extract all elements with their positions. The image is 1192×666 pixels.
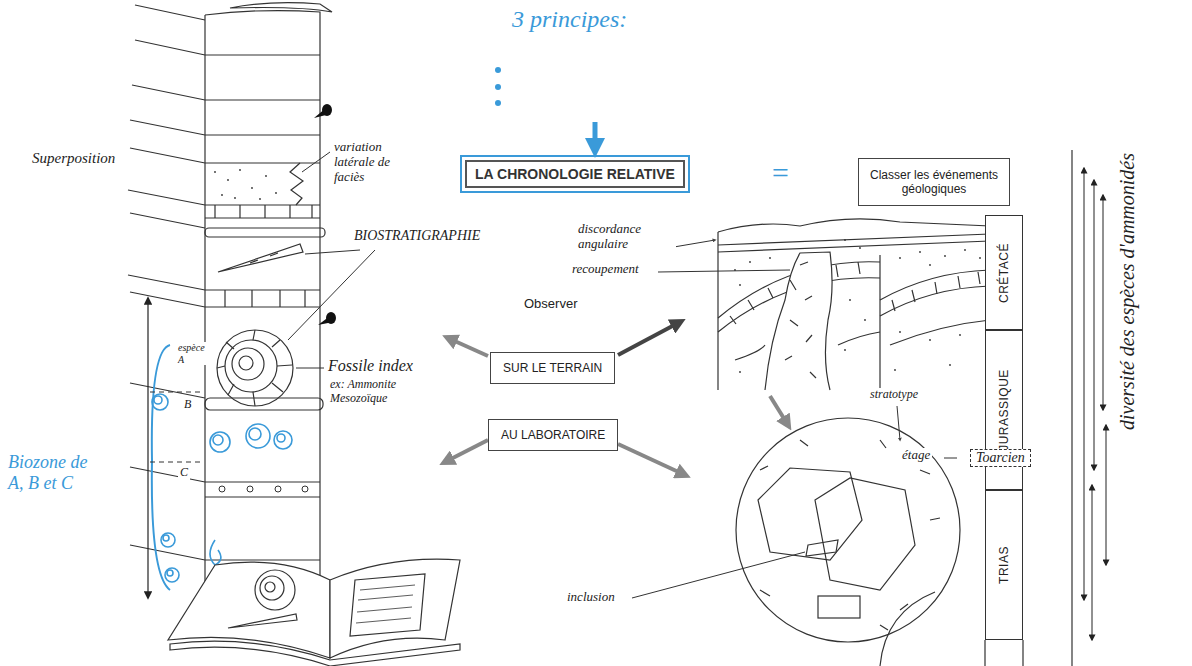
ammonite: [217, 330, 293, 406]
axis-note: diversité des espèces d'ammonidés: [1116, 151, 1139, 432]
species-label: C: [178, 466, 190, 480]
range-arrow: [1084, 168, 1106, 640]
process-box: SUR LE TERRAIN: [490, 352, 615, 384]
annotation: Fossile index: [326, 357, 415, 375]
annotation: ex: Ammonite Mesozoïque: [328, 378, 430, 406]
annotation: stratotype: [868, 388, 920, 402]
range-arrow: [147, 298, 148, 598]
heading-note: 3 principes:: [510, 6, 629, 34]
dots: [734, 239, 981, 373]
pin-mark: [314, 104, 336, 325]
section-label: Observer: [524, 297, 577, 312]
box-text: CRÉTACÉ: [997, 243, 1011, 303]
arrow: [445, 322, 788, 475]
box-text: AU LABORATOIRE: [501, 428, 605, 442]
box-text: SUR LE TERRAIN: [503, 361, 602, 375]
strata-column: [128, 3, 332, 625]
ammonite-sketch: [152, 394, 292, 582]
dots: [214, 169, 277, 200]
principle-label: Superposition: [30, 150, 117, 167]
principle-label: BIOSTRATIGRAPHIE: [352, 228, 482, 244]
box-text: TRIAS: [997, 546, 1011, 584]
stage-box: Toarcien: [970, 449, 1031, 467]
bullet: [495, 67, 501, 106]
equals-sign: =: [768, 156, 792, 191]
species-label: espèce A: [176, 342, 210, 365]
period-cell: TRIAS: [985, 490, 1023, 640]
column-frame: [880, 150, 1072, 666]
species-label: B: [182, 398, 193, 412]
zone-limit: [150, 392, 200, 462]
box-text: Classer les événements géologiques: [863, 168, 1005, 196]
biozone-note: Biozone de A, B et C: [6, 452, 98, 493]
annotation: inclusion: [565, 590, 617, 605]
annotation: variation latérale de faciès: [332, 140, 417, 185]
box-text: JURASSIQUE: [997, 369, 1011, 451]
thin-section: [736, 418, 960, 642]
box-text: Toarcien: [976, 450, 1025, 466]
arrow: [593, 122, 598, 150]
bracket: [152, 345, 170, 590]
belemnite: [218, 244, 303, 272]
title-box: LA CHRONOLOGIE RELATIVE: [465, 160, 685, 188]
annotation: recoupement: [570, 262, 641, 277]
block-diagram: [718, 219, 990, 390]
book: [168, 559, 460, 666]
pebbles: [219, 486, 308, 492]
process-box: Classer les événements géologiques: [858, 158, 1010, 206]
annotation: discordance angulaire: [576, 222, 676, 252]
box-text: LA CHRONOLOGIE RELATIVE: [475, 166, 675, 182]
annotation: étage: [900, 448, 932, 463]
leader-line: [288, 152, 957, 598]
process-box: AU LABORATOIRE: [488, 419, 618, 451]
period-cell: CRÉTACÉ: [985, 215, 1023, 330]
